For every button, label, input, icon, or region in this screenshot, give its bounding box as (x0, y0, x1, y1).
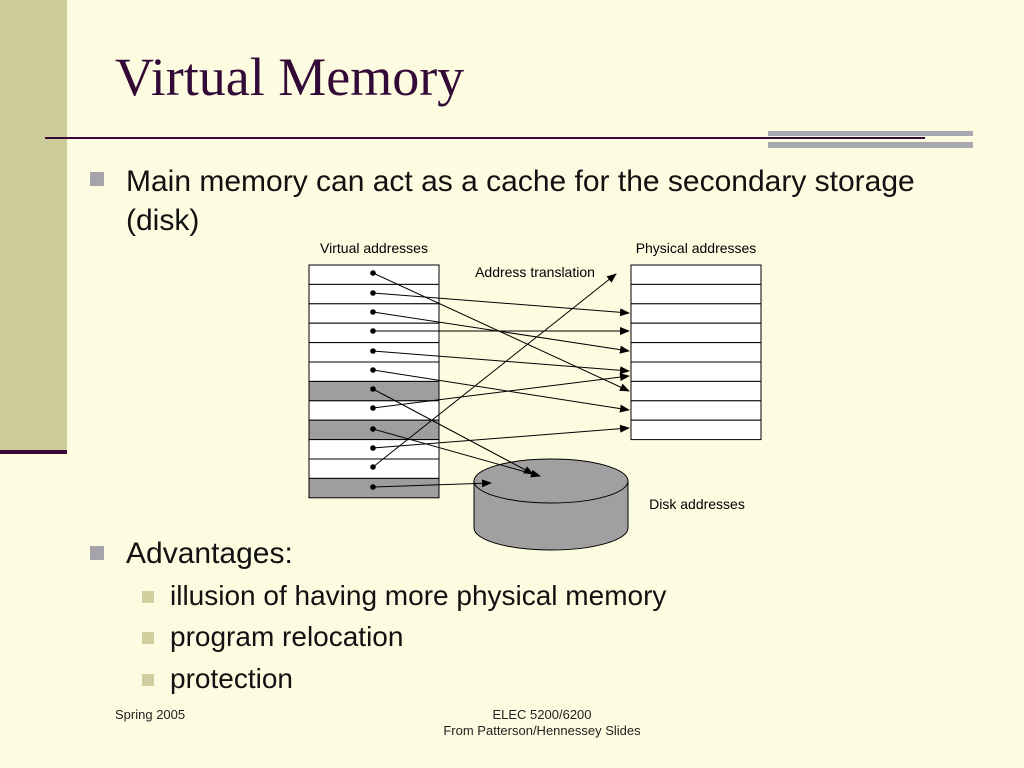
entry-dot (370, 290, 376, 296)
translation-arrow (372, 369, 630, 413)
virtual-addresses-label: Virtual addresses (320, 240, 428, 256)
sidebar-accent-line (0, 450, 67, 454)
footer-source: From Patterson/Hennessey Slides (443, 723, 641, 738)
translation-arrows (372, 272, 630, 488)
advantages-heading: Advantages: (126, 537, 293, 570)
translation-arrow (372, 292, 630, 317)
title-rule (45, 137, 925, 139)
advantage-item: protection (170, 663, 293, 694)
address-translation-label: Address translation (475, 264, 595, 280)
entry-dot (370, 309, 376, 315)
sub-bullet-square (142, 591, 154, 603)
physical-page (630, 419, 762, 441)
bullet-square (90, 546, 104, 560)
entry-dots (370, 270, 376, 490)
entry-dot (370, 367, 376, 373)
physical-page (630, 342, 762, 363)
sub-bullet-square (142, 632, 154, 644)
sidebar-band (0, 0, 67, 453)
physical-page (630, 264, 762, 285)
entry-dot (370, 328, 376, 334)
physical-page (630, 400, 762, 421)
translation-arrow (372, 373, 630, 409)
bullet-square (90, 172, 104, 186)
physical-page (630, 361, 762, 382)
footer-course-code: ELEC 5200/6200 (492, 707, 592, 722)
physical-addresses-label: Physical addresses (636, 240, 757, 256)
entry-dot (370, 426, 376, 432)
bullet-main-text: Main memory can act as a cache for the s… (126, 165, 915, 237)
entry-dot (370, 445, 376, 451)
translation-arrow (372, 428, 541, 478)
title-rule-accent-top (768, 131, 973, 136)
physical-page (630, 380, 762, 402)
translation-arrow (372, 479, 492, 488)
title-rule-accent-bottom (768, 142, 973, 148)
advantage-item: illusion of having more physical memory (170, 580, 667, 611)
entry-dot (370, 270, 376, 276)
entry-dot (370, 386, 376, 392)
entry-dot (370, 464, 376, 470)
physical-page (630, 322, 762, 344)
translation-arrow (372, 350, 630, 375)
physical-page-table (630, 264, 762, 441)
translation-arrow (372, 388, 534, 475)
disk-addresses-label: Disk addresses (649, 496, 745, 512)
translation-arrow (372, 273, 617, 468)
translation-arrow (372, 424, 630, 449)
physical-page (630, 303, 762, 324)
disk-cylinder (473, 458, 629, 551)
virtual-page-table (308, 264, 440, 499)
entry-dot (370, 405, 376, 411)
advantage-item: program relocation (170, 621, 404, 652)
slide-title: Virtual Memory (115, 47, 465, 107)
entry-dot (370, 348, 376, 354)
physical-page (630, 283, 762, 305)
entry-dot (370, 484, 376, 490)
sub-bullet-square (142, 674, 154, 686)
footer-course: ELEC 5200/6200 From Patterson/Hennessey … (400, 707, 684, 739)
footer-date: Spring 2005 (115, 707, 186, 722)
